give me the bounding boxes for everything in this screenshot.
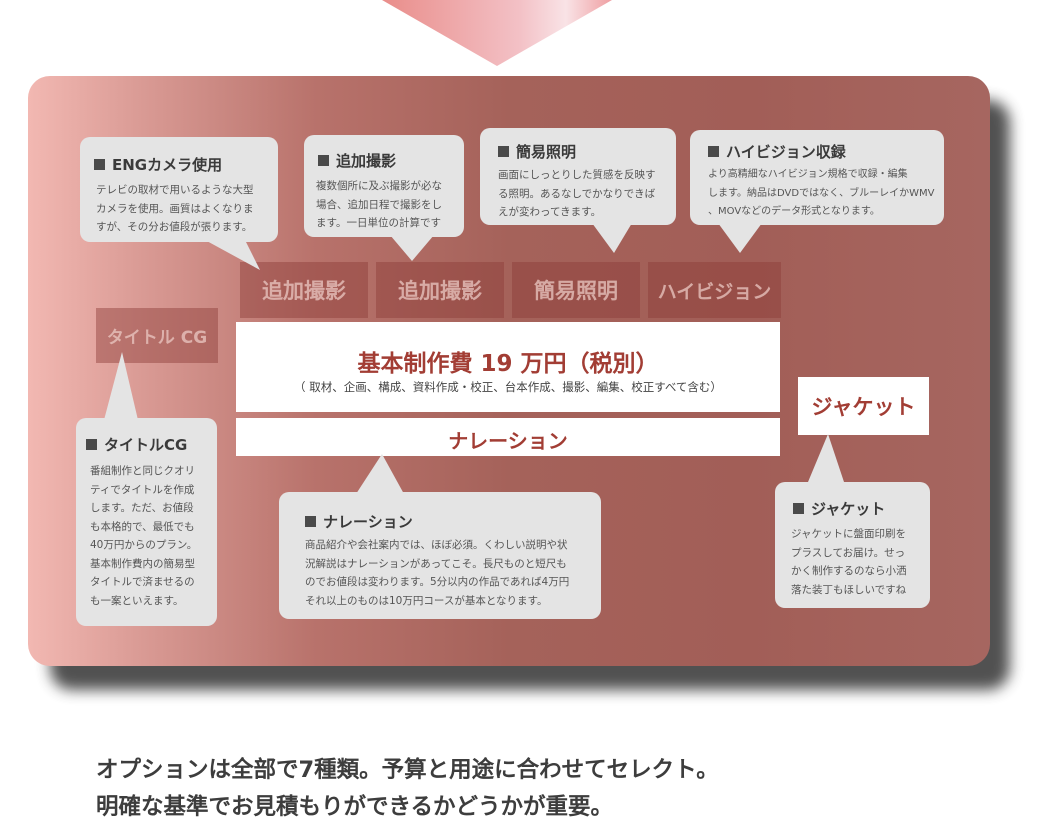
bubble-line: すが、その分お値段が張ります。 [96, 221, 253, 233]
bubble-line: も一案といえます。 [90, 594, 184, 607]
bubble-line: 画面にしっとりした質感を反映す [498, 169, 656, 181]
bubble-line: プラスしてお届け。せっ [791, 546, 906, 559]
caption: オプションは全部で7種類。予算と用途に合わせてセレクト。 明確な基準でお見積もり… [96, 752, 719, 826]
bubble-line: します。ただ、お値段 [90, 502, 194, 514]
bubble-tail [592, 223, 632, 253]
basic-fee-box: 基本制作費 19 万円（税別） （ 取材、企画、構成、資料作成・校正、台本作成、… [236, 322, 780, 412]
tile-kanni-shomei: 簡易照明 [512, 262, 640, 318]
bubble-line: ます。一日単位の計算です [316, 217, 441, 229]
bubble-tail [718, 223, 762, 253]
bubble-line: 番組制作と同じクオリ [90, 465, 195, 477]
bubble-line: 商品紹介や会社案内では、ほぼ必須。くわしい説明や状 [305, 539, 568, 551]
bubble-line: 複数個所に及ぶ撮影が必な [316, 180, 442, 192]
bubble-hivision: ハイビジョン収録 より高精細なハイビジョン規格で収録・編集 します。納品はDVD… [690, 130, 944, 225]
square-bullet-icon [305, 516, 316, 527]
bubble-tail [390, 235, 434, 261]
jacket-label: ジャケット [811, 395, 916, 419]
bubble-tail [808, 434, 844, 482]
jacket-box: ジャケット [798, 377, 929, 435]
bubble-line: 40万円からのプラン。 [90, 539, 198, 551]
bubble-heading: ジャケット [811, 500, 886, 518]
bubble-line: します。納品はDVDではなく、ブルーレイかWMV [708, 187, 935, 199]
bubble-line: より高精細なハイビジョン規格で収録・編集 [708, 169, 908, 180]
tile-tsuika-satsuei-2: 追加撮影 [376, 262, 504, 318]
bubble-line: 基本制作費内の簡易型 [90, 557, 195, 570]
bubble-line: も本格的で、最低でも [90, 520, 195, 533]
square-bullet-icon [498, 146, 509, 157]
bubble-line: 落た装丁もほしいですね [791, 583, 907, 596]
bubble-line: テレビの取材で用いるような大型 [96, 184, 254, 196]
bubble-heading: ハイビジョン収録 [726, 143, 846, 161]
bubble-line: タイトルで済ませるの [90, 576, 195, 588]
bubble-heading: ENGカメラ使用 [112, 156, 223, 174]
tile-hivision: ハイビジョン [648, 262, 781, 318]
square-bullet-icon [86, 439, 97, 450]
bubble-line: のでお値段は変わります。5分以内の作品であれば4万円 [305, 576, 570, 588]
bubble-eng-camera: ENGカメラ使用 テレビの取材で用いるような大型 カメラを使用。画質はよくなりま… [80, 137, 278, 242]
square-bullet-icon [793, 503, 804, 514]
tile-title-cg: タイトル CG [96, 308, 218, 363]
bubble-line: ティでタイトルを作成 [90, 483, 195, 496]
narration-label: ナレーション [448, 429, 568, 453]
bubble-line: る照明。あるなしでかなりできば [498, 187, 656, 200]
bubble-tail [104, 352, 138, 420]
bubble-heading: ナレーション [323, 513, 413, 531]
bubble-line: 場合、追加日程で撮影をし [316, 198, 442, 211]
basic-fee-title: 基本制作費 19 万円（税別） [357, 351, 659, 377]
square-bullet-icon [94, 159, 105, 170]
bubble-line: えが変わってきます。 [498, 206, 602, 218]
tile-tsuika-satsuei-1: 追加撮影 [240, 262, 368, 318]
bubble-heading: タイトルCG [104, 436, 188, 454]
bubble-tsuika-satsuei: 追加撮影 複数個所に及ぶ撮影が必な 場合、追加日程で撮影をし ます。一日単位の計… [304, 135, 464, 237]
down-arrow-icon [382, 0, 612, 66]
narration-box: ナレーション [236, 418, 780, 456]
bubble-line: ジャケットに盤面印刷を [791, 528, 906, 540]
bubble-kanni-shomei: 簡易照明 画面にしっとりした質感を反映す る照明。あるなしでかなりできば えが変… [480, 128, 676, 225]
bubble-line: それ以上のものは10万円コースが基本となります。 [305, 594, 548, 607]
bubble-jacket: ジャケット ジャケットに盤面印刷を プラスしてお届け。せっ かく制作するのなら小… [775, 482, 930, 608]
bubble-tail [356, 454, 404, 494]
square-bullet-icon [708, 146, 719, 157]
caption-line-1: オプションは全部で7種類。予算と用途に合わせてセレクト。 [96, 757, 719, 783]
bubble-heading: 簡易照明 [516, 143, 577, 161]
bubble-line: かく制作するのなら小洒 [791, 565, 907, 577]
basic-fee-subtitle: （ 取材、企画、構成、資料作成・校正、台本作成、撮影、編集、校正すべて含む） [294, 380, 722, 394]
bubble-line: 、MOVなどのデータ形式となります。 [708, 206, 880, 217]
bubble-heading: 追加撮影 [336, 152, 397, 170]
square-bullet-icon [318, 155, 329, 166]
bubble-tail [205, 240, 260, 270]
bubble-line: 況解説はナレーションがあってこそ。長尺ものと短尺も [305, 557, 567, 570]
bubble-narration: ナレーション 商品紹介や会社案内では、ほぼ必須。くわしい説明や状 況解説はナレー… [279, 492, 601, 619]
caption-line-2: 明確な基準でお見積もりができるかどうかが重要。 [96, 794, 614, 820]
bubble-line: カメラを使用。画質はよくなりま [96, 202, 254, 215]
bubble-title-cg: タイトルCG 番組制作と同じクオリ ティでタイトルを作成 します。ただ、お値段 … [76, 418, 217, 626]
